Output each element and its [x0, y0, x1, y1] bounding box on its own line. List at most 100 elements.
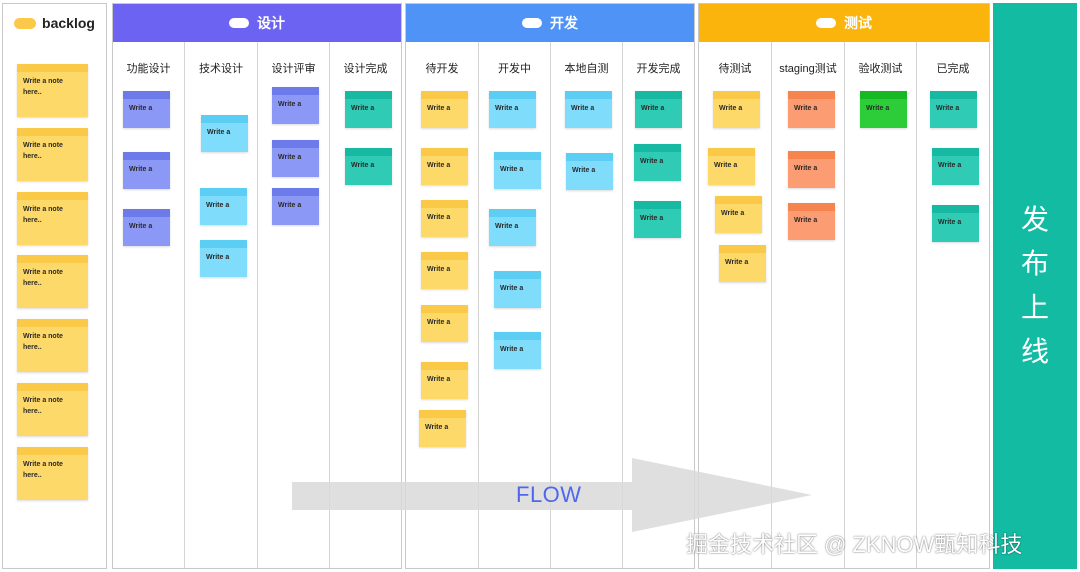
design-group-header: 设计 [113, 4, 401, 42]
task-card[interactable]: Write a [421, 200, 468, 237]
column-kaifa-zhong: 开发中 Write a Write a Write a Write a Writ… [479, 42, 551, 568]
backlog-note[interactable]: Write a note here.. [17, 319, 88, 372]
note-text: Write a [129, 166, 153, 173]
task-card[interactable]: Write a [123, 209, 170, 246]
column-title: 验收测试 [858, 63, 903, 75]
column-title: 开发完成 [636, 63, 681, 75]
task-card[interactable]: Write a [494, 271, 541, 308]
task-card[interactable]: Write a [345, 148, 392, 185]
task-card[interactable]: Write a [566, 153, 613, 190]
release-char: 发 [1020, 204, 1049, 235]
column-yanshou-ceshi: 验收测试 Write a [845, 42, 917, 568]
pill-icon [816, 18, 836, 28]
task-card[interactable]: Write a [421, 362, 468, 399]
column-yi-wancheng: 已完成 Write a Write a Write a [917, 42, 989, 568]
task-card[interactable]: Write a [719, 245, 766, 282]
column-title: 技术设计 [199, 63, 243, 75]
task-card[interactable]: Write a [932, 148, 979, 185]
note-text: Write a [278, 101, 302, 108]
note-text: Write a [794, 217, 818, 224]
dev-group-title: 开发 [550, 15, 578, 31]
note-text: Write a [427, 214, 451, 221]
note-text: Write a note here.. [23, 142, 63, 160]
column-sheji-wancheng: 设计完成 Write a Write a [330, 42, 401, 568]
task-card[interactable]: Write a [635, 91, 682, 128]
note-text: Write a [719, 105, 743, 112]
note-text: Write a [936, 105, 960, 112]
task-card[interactable]: Write a [272, 188, 319, 225]
backlog-header: backlog [3, 4, 106, 42]
task-card[interactable]: Write a [421, 148, 468, 185]
note-text: Write a [500, 166, 524, 173]
task-card[interactable]: Write a [489, 209, 536, 246]
task-card[interactable]: Write a [565, 91, 612, 128]
note-text: Write a [206, 202, 230, 209]
note-text: Write a note here.. [23, 461, 63, 479]
note-text: Write a [427, 105, 451, 112]
backlog-note[interactable]: Write a note here.. [17, 383, 88, 436]
task-card[interactable]: Write a [419, 410, 466, 447]
column-dai-kaifa: 待开发 Write a Write a Write a Write a Writ… [406, 42, 479, 568]
note-text: Write a [794, 165, 818, 172]
column-title: 待开发 [425, 63, 459, 75]
backlog-note[interactable]: Write a note here.. [17, 192, 88, 245]
task-card[interactable]: Write a [634, 201, 681, 238]
task-card[interactable]: Write a [421, 91, 468, 128]
column-title: 已完成 [936, 63, 970, 75]
task-card[interactable]: Write a [200, 240, 247, 277]
task-card[interactable]: Write a [930, 91, 977, 128]
column-title: 功能设计 [126, 63, 171, 75]
column-bendi-zice: 本地自测 Write a Write a [551, 42, 623, 568]
task-card[interactable]: Write a [788, 203, 835, 240]
note-text: Write a [278, 154, 302, 161]
note-text: Write a [641, 105, 665, 112]
backlog-note[interactable]: Write a note here.. [17, 64, 88, 117]
task-card[interactable]: Write a [788, 151, 835, 188]
task-card[interactable]: Write a [494, 152, 541, 189]
backlog-column: backlog Write a note here.. Write a note… [2, 3, 107, 569]
task-card[interactable]: Write a [708, 148, 755, 185]
task-card[interactable]: Write a [201, 115, 248, 152]
task-card[interactable]: Write a [860, 91, 907, 128]
flow-arrow-icon [292, 458, 812, 532]
task-card[interactable]: Write a [715, 196, 762, 233]
task-card[interactable]: Write a [272, 140, 319, 177]
note-text: Write a [794, 105, 818, 112]
task-card[interactable]: Write a [272, 87, 319, 124]
task-card[interactable]: Write a [421, 252, 468, 289]
test-group-title: 测试 [844, 15, 872, 31]
note-text: Write a [351, 162, 375, 169]
task-card[interactable]: Write a [494, 332, 541, 369]
note-text: Write a [938, 162, 962, 169]
task-card[interactable]: Write a [200, 188, 247, 225]
column-gongneng-sheji: 功能设计 Write a Write a Write a [113, 42, 185, 568]
backlog-note[interactable]: Write a note here.. [17, 255, 88, 308]
note-text: Write a [640, 215, 664, 222]
task-card[interactable]: Write a [123, 91, 170, 128]
task-card[interactable]: Write a [932, 205, 979, 242]
task-card[interactable]: Write a [421, 305, 468, 342]
task-card[interactable]: Write a [634, 144, 681, 181]
flow-label: FLOW [516, 482, 582, 507]
column-title: staging测试 [779, 63, 837, 75]
note-text: Write a [721, 210, 745, 217]
note-text: Write a note here.. [23, 78, 63, 96]
task-card[interactable]: Write a [345, 91, 392, 128]
backlog-note[interactable]: Write a note here.. [17, 128, 88, 181]
note-text: Write a [206, 254, 230, 261]
note-text: Write a [500, 285, 524, 292]
watermark: 掘金技术社区 @ ZKNOW甄知科技 [686, 532, 1023, 557]
note-text: Write a [207, 129, 231, 136]
column-title: 待测试 [718, 63, 752, 75]
task-card[interactable]: Write a [788, 91, 835, 128]
release-column: 发 布 上 线 [993, 3, 1077, 569]
task-card[interactable]: Write a [489, 91, 536, 128]
note-text: Write a [495, 223, 519, 230]
note-text: Write a note here.. [23, 269, 63, 287]
dev-group-header: 开发 [406, 4, 694, 42]
task-card[interactable]: Write a [123, 152, 170, 189]
backlog-note[interactable]: Write a note here.. [17, 447, 88, 500]
task-card[interactable]: Write a [713, 91, 760, 128]
pill-icon [229, 18, 249, 28]
note-text: Write a [427, 376, 451, 383]
